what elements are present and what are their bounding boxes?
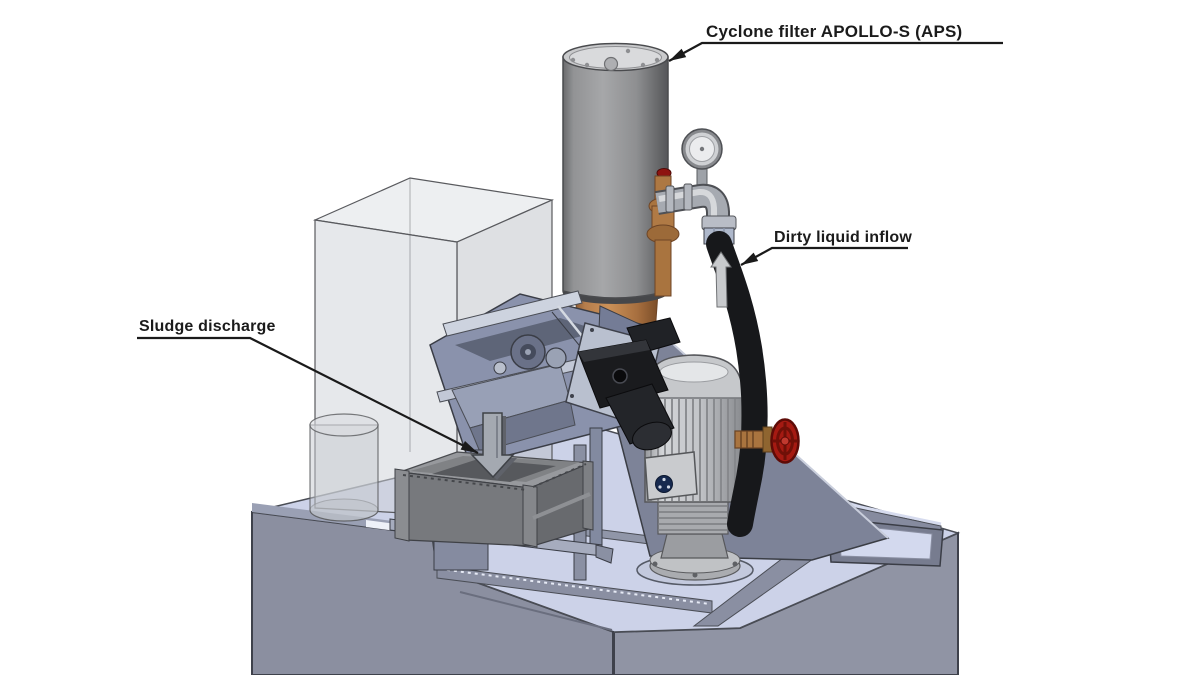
pipe-flange-2: [683, 183, 693, 211]
cylinder-body: [309, 424, 379, 522]
pressure-gauge-pivot: [699, 146, 705, 152]
label-sludge-discharge: Sludge discharge: [139, 318, 276, 335]
label-dirty-inflow: Dirty liquid inflow: [774, 229, 912, 246]
leader-sludge-discharge: [137, 336, 479, 454]
shutoff-valve: [734, 418, 800, 464]
dirty-liquid-hose: [706, 231, 768, 537]
leader-inflow-arrowhead: [741, 252, 759, 265]
gearmotor-snout-end: [632, 421, 672, 451]
valve-stem-ridges: [740, 431, 754, 448]
leader-cyclone-arrowhead: [669, 48, 687, 61]
pump-flange-bolts: [652, 561, 738, 578]
scraper-disc-hub: [525, 349, 531, 355]
deck-curb-dots: [439, 568, 711, 605]
leader-cyclone-filter: [668, 41, 1003, 62]
pump-base-cone: [660, 533, 729, 559]
elbow-pipe-highlight: [658, 188, 717, 228]
inlet-hose: [706, 231, 768, 537]
box-corner-post-left: [394, 468, 410, 542]
leader-sludge-arrowhead: [460, 441, 478, 453]
shaft-hub: [493, 361, 507, 375]
leader-dirty-inflow: [740, 246, 908, 266]
pump-neck-rings: [658, 505, 728, 531]
deck-slot: [366, 520, 396, 531]
filter-top-center-hole: [603, 56, 619, 72]
gear-motor: [565, 317, 681, 451]
gearmotor-shaft-hole: [612, 368, 628, 384]
gearmotor-top-facet: [578, 340, 650, 362]
separator-top-rail: [442, 290, 583, 337]
pump-logo-fan: [658, 477, 671, 489]
pump-motor: [636, 354, 754, 586]
pipe-flange-1: [665, 185, 675, 213]
pump-cap-top: [659, 361, 729, 383]
idler-disc: [545, 347, 567, 369]
brass-fittings: [646, 168, 680, 297]
handwheel-hub: [780, 436, 790, 446]
filter-top-bolt-holes: [570, 48, 660, 68]
pump-junction-box: [644, 451, 698, 501]
box-support-hook: [595, 544, 614, 564]
flow-direction-arrow: [710, 251, 732, 308]
cyclone-filter-body: [562, 56, 669, 299]
box-corner-post-mid: [522, 484, 538, 548]
box-rim-notches-right: [532, 463, 587, 488]
deck-step-edge: [459, 591, 613, 631]
pump-neck: [657, 499, 729, 535]
valve-brass-stem: [734, 430, 768, 449]
annotations: Cyclone filter APOLLO-S (APS) Dirty liqu…: [137, 22, 1003, 454]
label-cyclone-filter: Cyclone filter APOLLO-S (APS): [706, 22, 962, 41]
box-side-rail: [532, 492, 591, 520]
inlet-piping: [655, 128, 737, 245]
sludge-discharge-arrow: [470, 412, 517, 480]
cylinder-top: [309, 413, 379, 437]
transparent-cylinder: [309, 413, 379, 522]
brass-downpipe: [654, 239, 672, 297]
discharge-arrow-icon: [470, 412, 515, 479]
